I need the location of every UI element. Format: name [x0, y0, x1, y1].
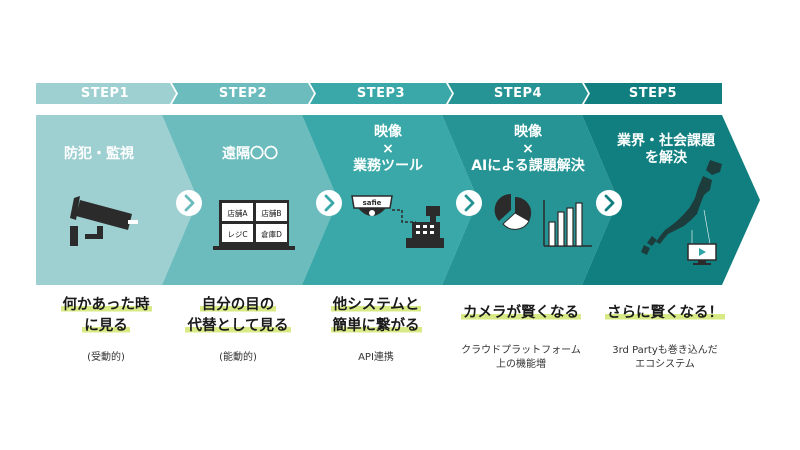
step1-title-line: 防犯・監視: [64, 146, 134, 162]
step5-subtext: 3rd Partyも巻き込んだ エコシステム: [590, 344, 740, 372]
step2-subtext: (能動的): [168, 351, 308, 365]
chevron-circle-icon-2: [316, 190, 342, 216]
remote-monitor-icon: 店舗A 店舗B レジC 倉庫D: [213, 200, 295, 250]
chevron-circle-icon-3: [456, 190, 482, 216]
step4-label: STEP4: [493, 86, 543, 101]
screen-cell-a: 店舗A: [227, 208, 248, 218]
step5-label: STEP5: [628, 86, 678, 101]
step3-title-line-2: ×: [382, 141, 394, 157]
step5-headline-line-1: さらに賢くなる！: [605, 305, 725, 321]
chevron-circle-icon-1: [176, 190, 202, 216]
step3-subtext: API連携: [306, 351, 446, 365]
step2-headline-line-2: 代替として見る: [185, 318, 291, 334]
step2-banner: [172, 83, 314, 104]
step1-subtext: (受動的): [36, 351, 176, 365]
step2-subtext-line: (能動的): [219, 352, 257, 363]
camera-brand-label: safie: [363, 199, 382, 207]
step4-panel: [442, 115, 618, 285]
screen-cell-c: レジC: [227, 230, 247, 239]
step5-subtext-line-1: 3rd Partyも巻き込んだ: [612, 345, 718, 356]
step5-subtext-line-2: エコシステム: [635, 359, 695, 370]
step4-title-line-3: AIによる課題解決: [471, 158, 585, 174]
analytics-chart-icon: [494, 193, 592, 247]
step4-headline: カメラが賢くなる: [446, 303, 596, 324]
step4-title-line-2: ×: [522, 141, 534, 157]
step1-headline: 何かあった時 に見る: [36, 295, 176, 337]
step3-headline: 他システムと 簡単に繋がる: [306, 295, 446, 337]
step4-banner: [448, 83, 588, 104]
step3-title-line-3: 業務ツール: [353, 158, 423, 174]
step4-subtext: クラウドプラットフォーム 上の機能増: [446, 344, 596, 372]
step3-label: STEP3: [356, 86, 406, 101]
camera-register-icon: safie: [351, 195, 444, 248]
step1-subtext-line: (受動的): [87, 352, 125, 363]
step3-subtext-line: API連携: [358, 352, 394, 363]
step2-headline-line-1: 自分の目の: [199, 297, 277, 313]
step1-label: STEP1: [80, 86, 130, 101]
step2-label: STEP2: [218, 86, 268, 101]
step5-title: 業界・社会課題 を解決: [596, 133, 736, 167]
step5-title-line-2: を解決: [645, 150, 687, 166]
step4-subtext-line-1: クラウドプラットフォーム: [461, 345, 581, 356]
step4-headline-line-1: カメラが賢くなる: [461, 305, 581, 321]
step1-banner: [36, 83, 176, 104]
step3-headline-line-1: 他システムと: [330, 297, 422, 313]
security-camera-icon: [70, 196, 138, 246]
step1-title: 防犯・監視: [36, 146, 162, 163]
step3-banner: [310, 83, 452, 104]
step3-title-line-1: 映像: [374, 124, 402, 140]
step1-headline-line-1: 何かあった時: [60, 297, 152, 313]
step3-headline-line-2: 簡単に繋がる: [330, 318, 422, 334]
step5-panel: [582, 115, 760, 285]
step4-title: 映像 × AIによる課題解決: [458, 124, 598, 175]
step2-title: 遠隔〇〇: [180, 146, 320, 163]
step1-headline-line-2: に見る: [82, 318, 130, 334]
step5-banner: [584, 83, 722, 104]
step5-title-line-1: 業界・社会課題: [617, 133, 715, 149]
step2-title-line: 遠隔〇〇: [222, 146, 278, 162]
step5-headline: さらに賢くなる！: [590, 303, 740, 324]
japan-map-icon: [641, 160, 722, 265]
step3-title: 映像 × 業務ツール: [318, 124, 458, 175]
step4-title-line-1: 映像: [514, 124, 542, 140]
screen-cell-b: 店舗B: [261, 208, 281, 218]
chevron-circle-icon-4: [596, 190, 622, 216]
step4-subtext-line-2: 上の機能増: [496, 359, 546, 370]
step2-headline: 自分の目の 代替として見る: [168, 295, 308, 337]
screen-cell-d: 倉庫D: [261, 229, 282, 239]
